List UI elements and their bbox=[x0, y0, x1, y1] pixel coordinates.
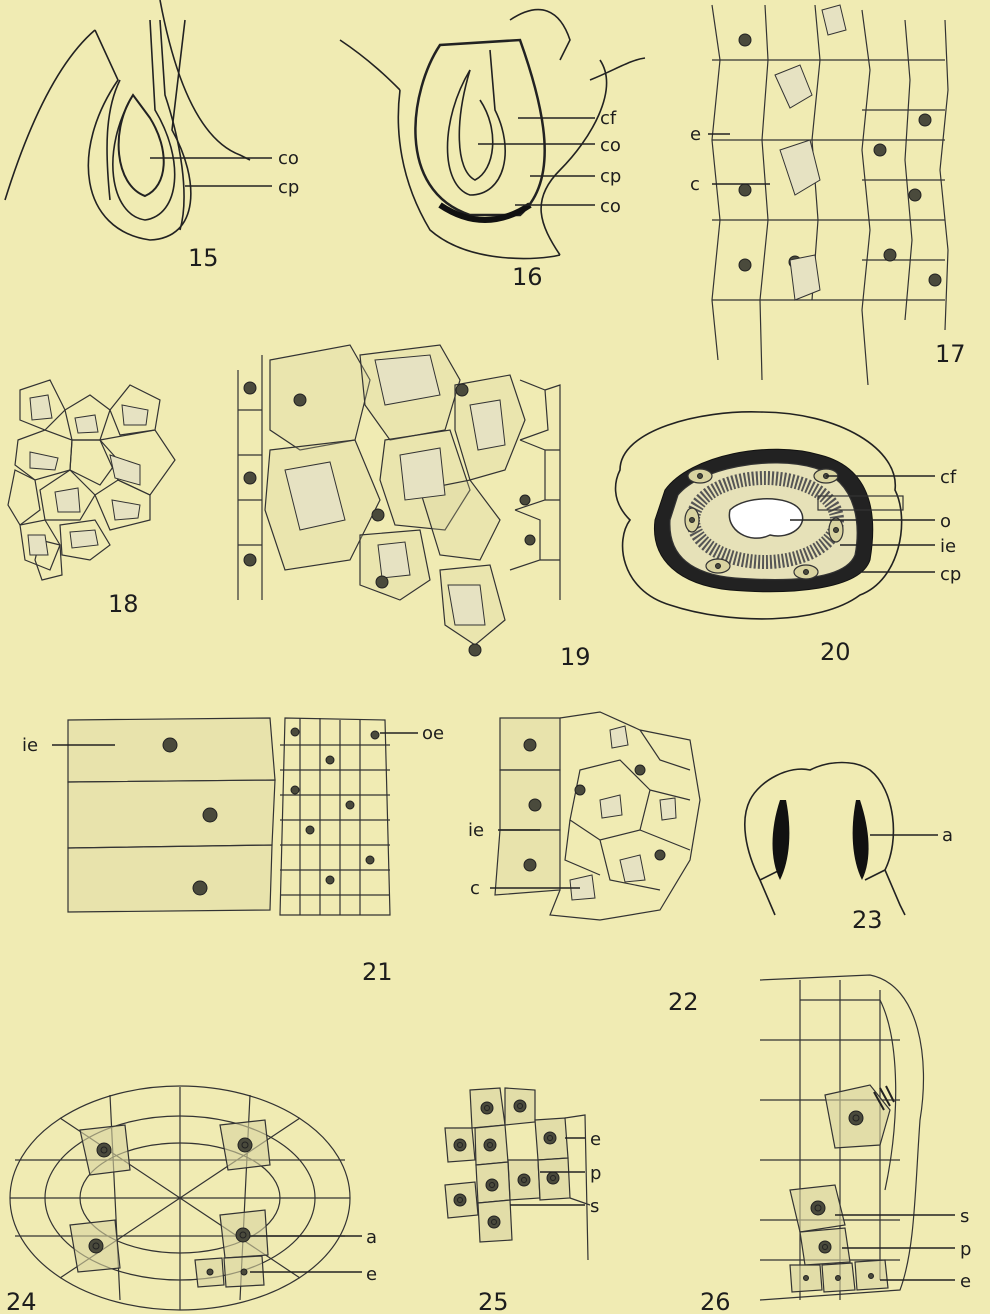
fig15-label-co: co bbox=[278, 148, 299, 169]
fig26-label-p: p bbox=[960, 1239, 971, 1260]
fig18-number: 18 bbox=[108, 590, 139, 618]
figure-21: ie oe 21 bbox=[22, 718, 444, 986]
fig16-label-cp: cp bbox=[600, 166, 621, 187]
fig20-number: 20 bbox=[820, 638, 851, 666]
figure-26: s p e 26 bbox=[700, 975, 971, 1314]
fig22-label-c: c bbox=[470, 878, 480, 899]
fig17-label-c: c bbox=[690, 174, 700, 195]
fig24-label-e: e bbox=[366, 1264, 377, 1285]
fig23-label-a: a bbox=[942, 825, 953, 846]
fig20-label-cp: cp bbox=[940, 564, 961, 585]
fig17-label-e: e bbox=[690, 124, 701, 145]
fig23-number: 23 bbox=[852, 906, 883, 934]
figure-24: a e 24 bbox=[6, 1086, 377, 1314]
fig16-label-cf: cf bbox=[600, 108, 617, 129]
figure-15: co cp 15 bbox=[5, 0, 299, 272]
fig25-label-p: p bbox=[590, 1163, 601, 1184]
fig15-number: 15 bbox=[188, 244, 219, 272]
fig21-number: 21 bbox=[362, 958, 393, 986]
fig26-label-s: s bbox=[960, 1206, 969, 1227]
fig25-number: 25 bbox=[478, 1288, 509, 1314]
fig15-label-cp: cp bbox=[278, 177, 299, 198]
fig20-label-ie: ie bbox=[940, 536, 956, 557]
figure-19: 19 bbox=[238, 345, 591, 671]
fig25-label-s: s bbox=[590, 1196, 599, 1217]
fig16-label-co: co bbox=[600, 135, 621, 156]
fig22-number: 22 bbox=[668, 988, 699, 1016]
fig24-number: 24 bbox=[6, 1288, 37, 1314]
fig21-label-oe: oe bbox=[422, 723, 444, 744]
fig22-label-ie: ie bbox=[468, 820, 484, 841]
fig25-label-e: e bbox=[590, 1129, 601, 1150]
fig16-number: 16 bbox=[512, 263, 543, 291]
figure-22: ie c 22 bbox=[468, 712, 700, 1016]
figure-23: a 23 bbox=[745, 763, 953, 935]
fig20-label-o: o bbox=[940, 511, 951, 532]
figure-20: cf o ie cp 20 bbox=[616, 412, 962, 666]
figure-16: cf co cp co 16 bbox=[340, 10, 645, 291]
fig24-label-a: a bbox=[366, 1227, 377, 1248]
fig16-label-co-lower: co bbox=[600, 196, 621, 217]
figure-25: e p s 25 bbox=[445, 1088, 601, 1314]
fig19-number: 19 bbox=[560, 643, 591, 671]
figure-18: 18 bbox=[8, 380, 175, 618]
figure-17: e c 17 bbox=[690, 5, 966, 385]
fig26-label-e: e bbox=[960, 1271, 971, 1292]
fig20-label-cf: cf bbox=[940, 467, 957, 488]
fig21-label-ie: ie bbox=[22, 735, 38, 756]
fig17-number: 17 bbox=[935, 340, 966, 368]
fig26-number: 26 bbox=[700, 1288, 731, 1314]
